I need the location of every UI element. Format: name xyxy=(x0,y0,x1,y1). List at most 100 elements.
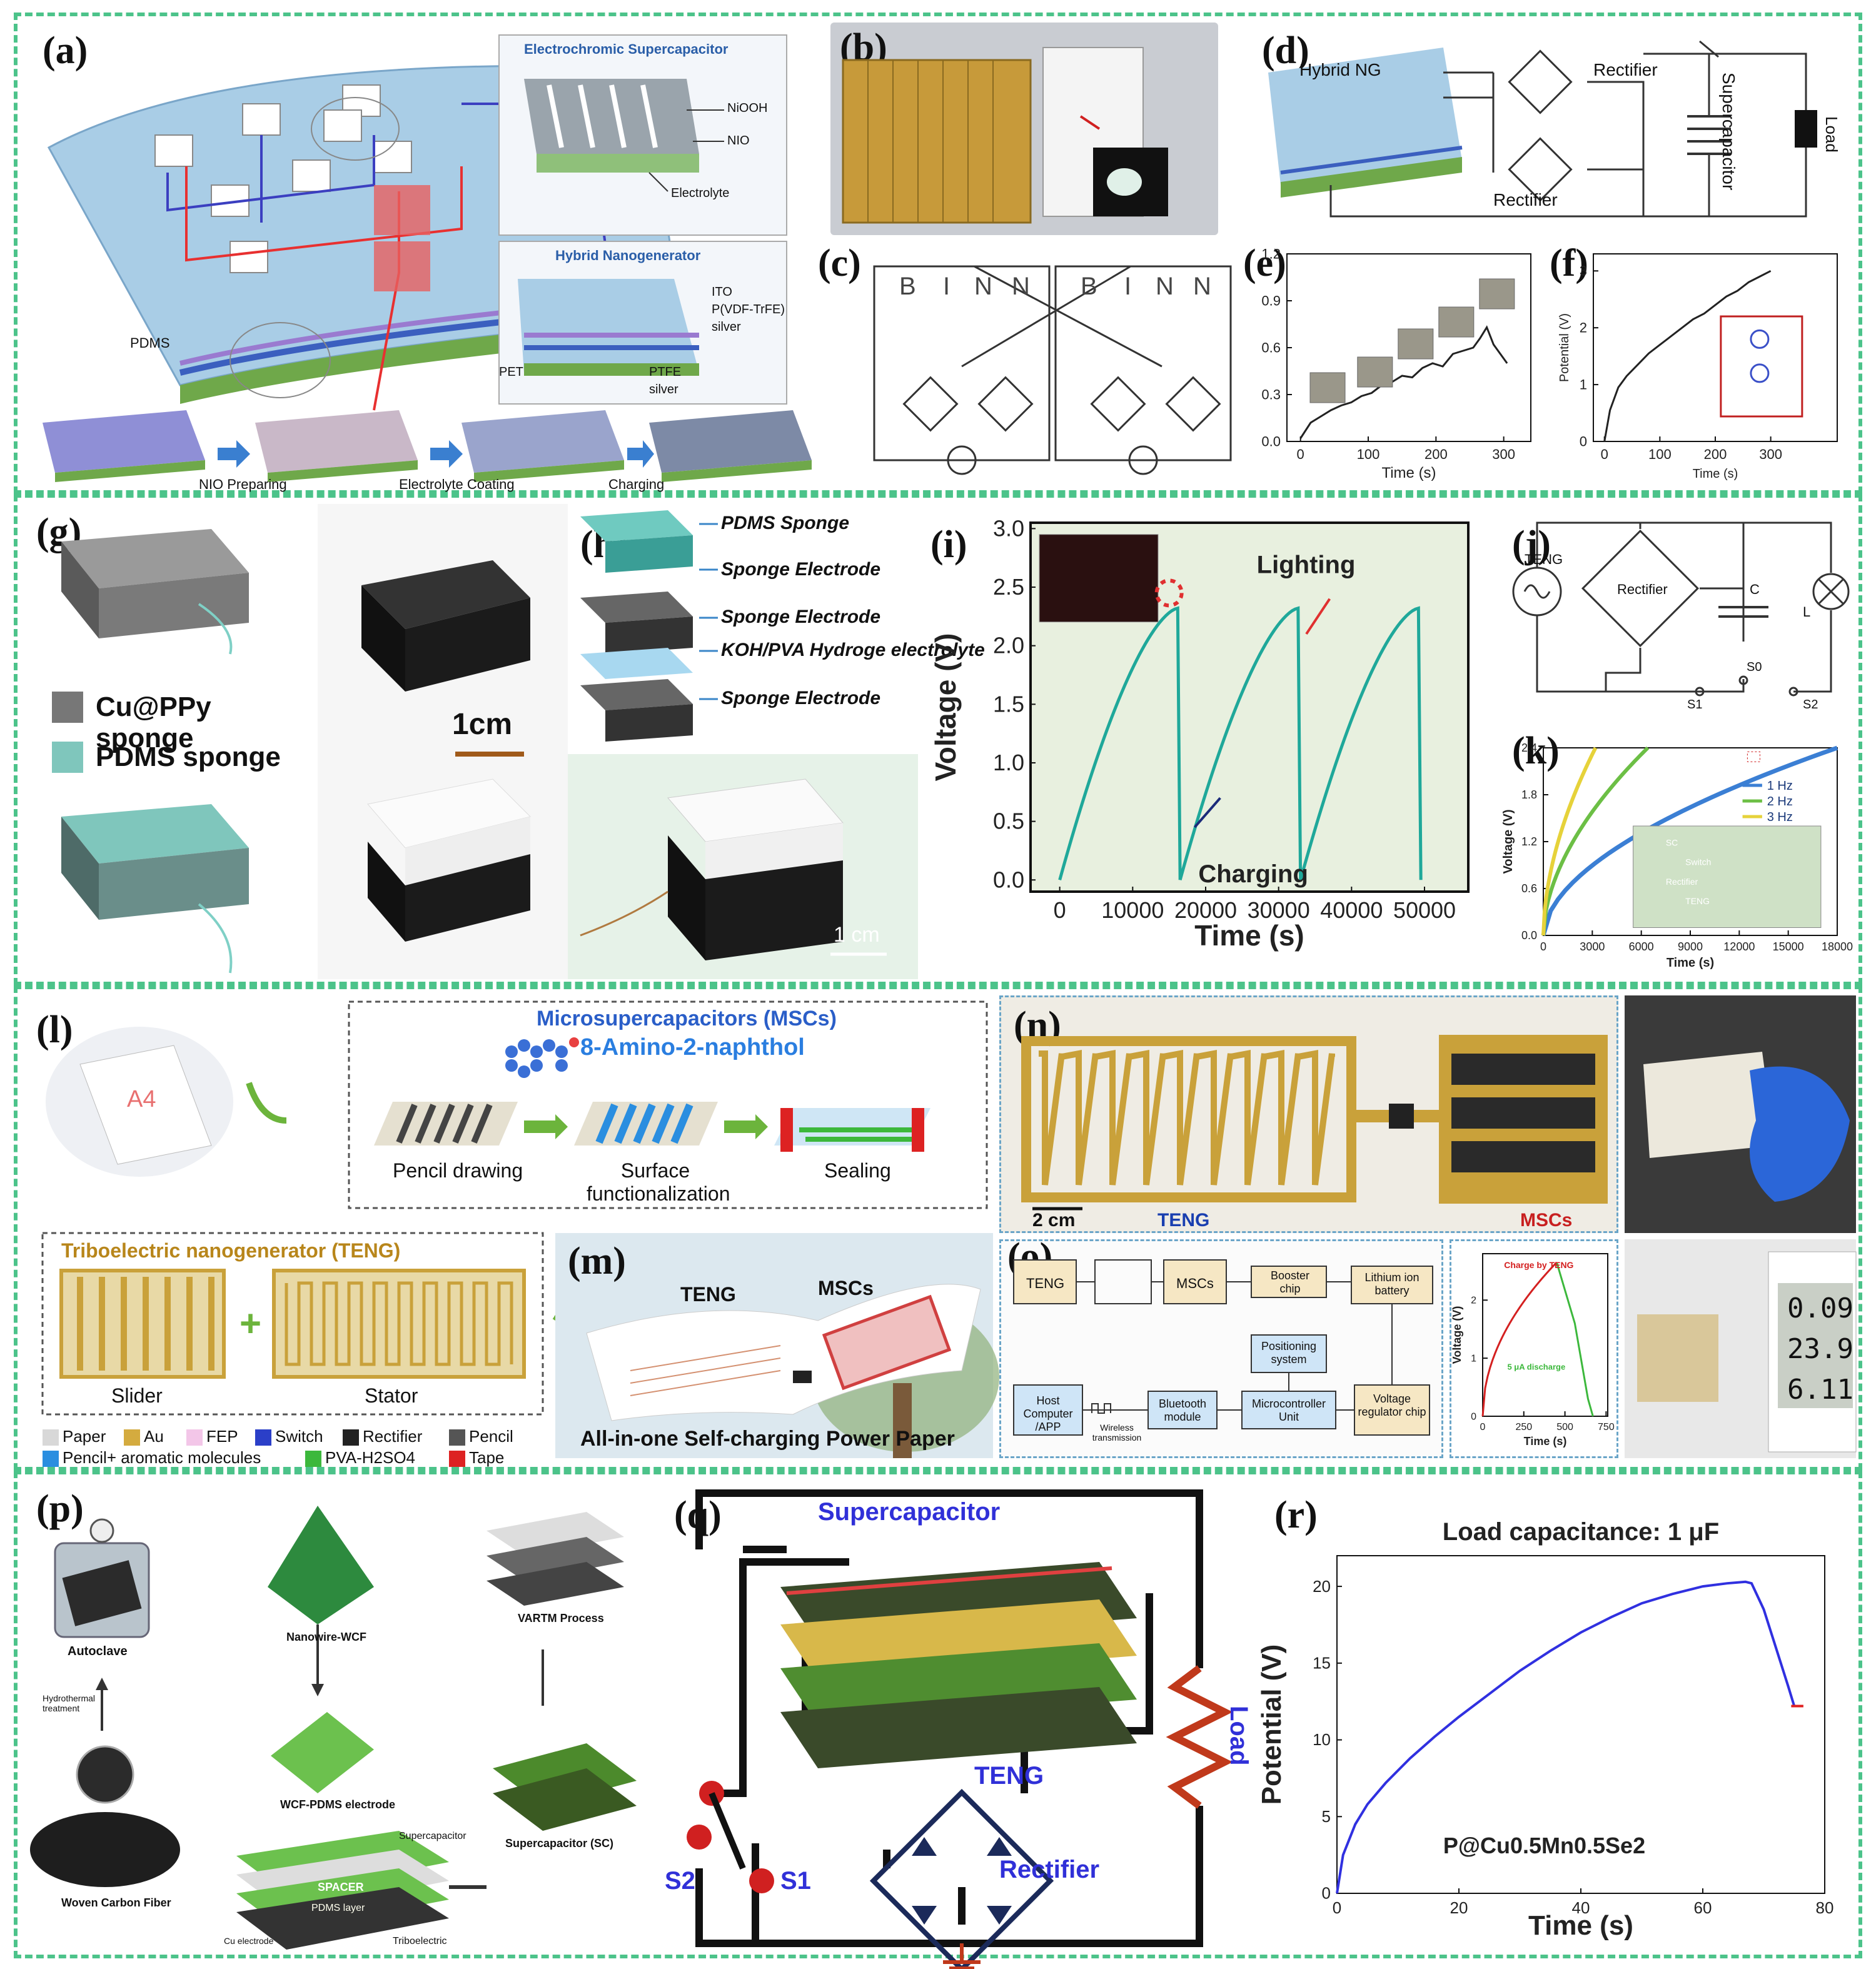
label-f: (f) xyxy=(1550,242,1588,285)
i-charge-cycle-3 xyxy=(1299,606,1423,880)
k-xtick-label: 3000 xyxy=(1580,940,1605,953)
i-ytick-label: 0.0 xyxy=(993,867,1024,892)
i-ytick-label: 2.5 xyxy=(993,574,1024,600)
hn-layer-4: PTFE xyxy=(649,365,682,379)
q-load: Load xyxy=(1225,1706,1253,1766)
legend-fep: FEP xyxy=(186,1427,238,1446)
i-annotation-lighting: Lighting xyxy=(1257,551,1356,579)
row-2: (g) Cu@PPy sponge PDMS sponge 1cm (h) xyxy=(14,494,1862,985)
k-legend-label-1: 2 Hz xyxy=(1767,795,1793,808)
p-supercapacitor: Supercapacitor xyxy=(399,1831,466,1841)
i-xtick-label: 30000 xyxy=(1248,897,1310,923)
f-ytick-label: 2 xyxy=(1580,320,1587,336)
legend-cu-ppy: Cu@PPy sponge xyxy=(96,692,211,753)
r-xtick-label: 80 xyxy=(1816,1898,1834,1917)
i-ylabel: Voltage (V) xyxy=(929,633,962,782)
panel-a: (a) xyxy=(24,23,818,492)
p-nanowire: Nanowire-WCF xyxy=(286,1631,366,1643)
r-ytick-label: 15 xyxy=(1313,1653,1331,1672)
j-s0: S0 xyxy=(1747,660,1762,674)
e-series-line xyxy=(1299,325,1508,439)
legend-au: Au xyxy=(124,1427,164,1446)
row-1: (a) xyxy=(14,13,1862,494)
i-ytick-label: 3.0 xyxy=(993,515,1024,541)
circuit-q xyxy=(687,1489,1233,1969)
p-wcf-pdms: WCF-PDMS electrode xyxy=(280,1798,396,1811)
o-annotation-discharge: 5 μA discharge xyxy=(1507,1362,1565,1372)
rectifier-2-label: Rectifier xyxy=(1493,190,1558,209)
k-legend-label-2: 3 Hz xyxy=(1767,810,1793,824)
meter-photo: 0.09 23.9 6.11 xyxy=(1625,1239,1857,1458)
i-lamp-marker xyxy=(1154,578,1184,608)
supercap-label: Supercapacitor xyxy=(1719,73,1738,191)
f-inset-circuit xyxy=(1720,315,1803,418)
o-xtick-label: 250 xyxy=(1515,1422,1532,1433)
r-xtick-label: 40 xyxy=(1572,1898,1590,1917)
step-2-label: Electrolyte Coating xyxy=(399,476,515,492)
rectifier-1-label: Rectifier xyxy=(1593,60,1658,79)
o-bluetooth: Bluetooth module xyxy=(1158,1397,1207,1423)
label-m: (m) xyxy=(568,1240,626,1282)
o-ytick-label: 0 xyxy=(1471,1411,1476,1422)
o-mscs: MSCs xyxy=(1176,1276,1214,1291)
k-series-2 xyxy=(1541,747,1598,936)
ec-layer-1: NiOOH xyxy=(727,101,768,115)
legend-pencil-aromatic: Pencil+ aromatic molecules xyxy=(43,1448,261,1468)
power-paper-illustration xyxy=(586,1284,999,1458)
legend-pencil-aromatic-label: Pencil+ aromatic molecules xyxy=(63,1448,261,1467)
p-pdms-layer: PDMS layer xyxy=(311,1903,365,1913)
p-hydrothermal: Hydrothermal treatment xyxy=(43,1693,96,1713)
meter-reading-2: 23.9 xyxy=(1787,1333,1853,1365)
q-rectifier: Rectifier xyxy=(999,1856,1100,1883)
i-xtick-label: 20000 xyxy=(1174,897,1237,923)
panel-h: (h) PDMS Sponge Sponge Electrode Sponge … xyxy=(568,504,985,979)
step-1-label: NIO Preparing xyxy=(199,476,287,492)
f-xtick-label: 100 xyxy=(1648,446,1672,462)
e-ytick-label: 0.3 xyxy=(1261,386,1281,402)
label-l: (l) xyxy=(36,1009,73,1051)
letter-n3: N xyxy=(1156,273,1174,300)
legend-pencil-swatch xyxy=(449,1429,465,1446)
o-booster: Booster chip xyxy=(1270,1269,1310,1295)
o-annotation-charge: Charge by TENG xyxy=(1504,1260,1573,1270)
letter-b1: B xyxy=(899,273,916,300)
o-mcu: Microcontroller Unit xyxy=(1251,1397,1326,1423)
device-photo-n xyxy=(1021,1035,1608,1211)
i-xtick-label: 0 xyxy=(1054,897,1066,923)
layer-stack-h xyxy=(568,510,918,979)
letter-i1: I xyxy=(943,273,951,300)
meter-reading-3: 6.11 xyxy=(1787,1374,1853,1406)
f-ylabel: Potential (V) xyxy=(1558,313,1571,382)
e-inset-photo xyxy=(1438,306,1475,338)
label-a: (a) xyxy=(43,29,88,72)
e-inset-photo xyxy=(1309,372,1346,403)
scale-1cm-h: 1 cm xyxy=(834,923,880,947)
sponge-photos xyxy=(318,504,568,979)
legend-pencil-label: Pencil xyxy=(469,1427,513,1446)
m-caption: All-in-one Self-charging Power Paper xyxy=(580,1427,955,1451)
j-l: L xyxy=(1803,604,1811,620)
i-xtick-label: 40000 xyxy=(1320,897,1383,923)
fabrication-illustration: + xyxy=(41,1000,988,1416)
f-xtick-label: 300 xyxy=(1759,446,1782,462)
meter-reading-1: 0.09 xyxy=(1787,1292,1853,1324)
e-inset-photo xyxy=(1398,328,1434,360)
f-ytick-label: 3 xyxy=(1580,263,1587,279)
label-e: (e) xyxy=(1243,242,1286,285)
row-4: (p) Autoclave Hydrothermal treatment W xyxy=(14,1471,1862,1969)
o-positioning: Positioning system xyxy=(1261,1340,1317,1366)
letter-i2: I xyxy=(1124,273,1132,300)
m-teng: TENG xyxy=(680,1283,736,1306)
r-subtitle: P@Cu0.5Mn0.5Se2 xyxy=(1443,1833,1645,1858)
q-s1: S1 xyxy=(780,1867,811,1895)
f-xtick-label: 200 xyxy=(1704,446,1727,462)
k-zoom-box xyxy=(1747,751,1760,762)
legend-au-label: Au xyxy=(144,1427,164,1446)
pet-label: PET xyxy=(499,365,523,379)
